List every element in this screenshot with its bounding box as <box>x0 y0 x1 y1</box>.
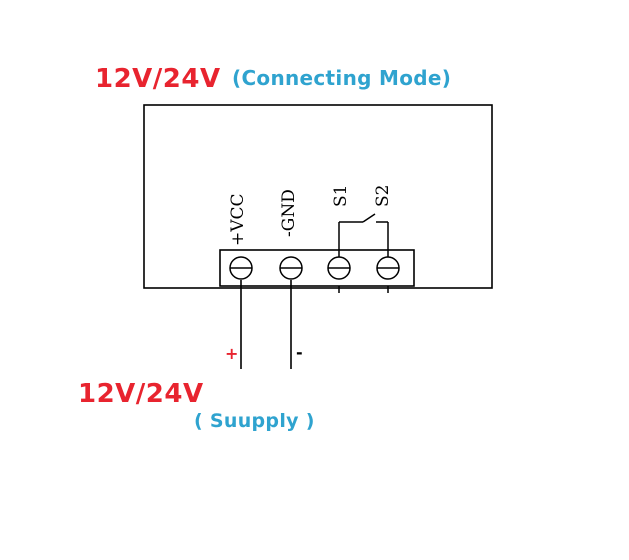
terminal-label-s1: S1 <box>331 184 351 207</box>
supply-plus-sign: + <box>225 344 239 363</box>
supply-label: ( Suupply ) <box>194 410 315 432</box>
terminal-gnd-screw <box>279 256 303 280</box>
terminal-label-gnd: -GND <box>279 189 299 237</box>
terminal-label-s2: S2 <box>373 184 393 207</box>
title-voltage: 12V/24V <box>95 64 221 94</box>
supply-minus-sign: - <box>296 343 303 362</box>
supply-voltage: 12V/24V <box>78 379 204 409</box>
switch-symbol <box>338 213 389 257</box>
terminal-label-vcc: +VCC <box>228 193 248 246</box>
terminal-vcc-screw <box>229 256 253 280</box>
title-mode: (Connecting Mode) <box>232 66 452 90</box>
module-box <box>143 104 493 289</box>
